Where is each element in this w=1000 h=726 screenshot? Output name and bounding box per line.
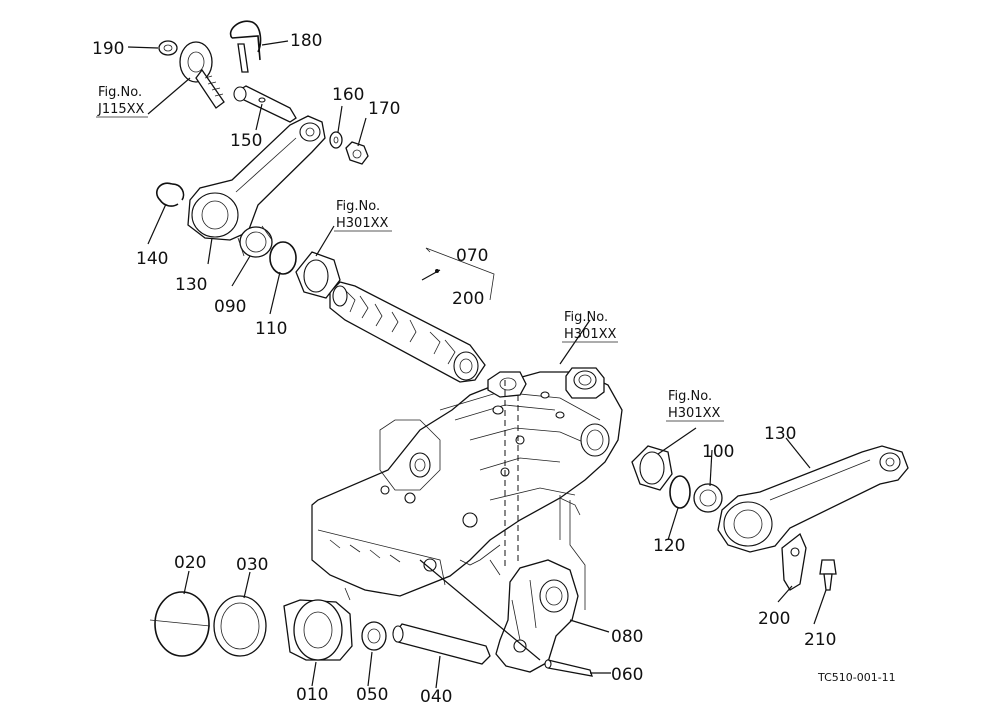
label-040: 040 bbox=[420, 687, 452, 707]
lift-arm-130-right bbox=[717, 445, 909, 553]
pin-060 bbox=[544, 659, 593, 677]
seal-030 bbox=[213, 595, 267, 657]
fig-ref-j115-line2: J115XX bbox=[97, 102, 145, 117]
label-010: 010 bbox=[296, 685, 328, 705]
bush-100 bbox=[693, 483, 723, 513]
label-130-right: 130 bbox=[764, 424, 796, 444]
label-090: 090 bbox=[214, 297, 246, 317]
label-170: 170 bbox=[368, 99, 400, 119]
cylinder-010 bbox=[283, 599, 353, 661]
o-ring-110 bbox=[269, 241, 297, 275]
label-200-right: 200 bbox=[758, 609, 790, 629]
label-180: 180 bbox=[290, 31, 322, 51]
washer-190 bbox=[158, 40, 178, 56]
part-labels: 190 180 150 160 170 140 130 090 110 070 … bbox=[92, 31, 836, 707]
label-100: 100 bbox=[702, 442, 734, 462]
label-060: 060 bbox=[611, 665, 643, 685]
bush-h301 bbox=[295, 251, 341, 299]
label-050: 050 bbox=[356, 685, 388, 705]
bush-right-h301 bbox=[631, 445, 673, 491]
label-210: 210 bbox=[804, 630, 836, 650]
lift-shaft-070 bbox=[329, 281, 486, 383]
pin-150 bbox=[233, 85, 297, 123]
label-070: 070 bbox=[456, 246, 488, 266]
fig-ref-h301-c-line2: H301XX bbox=[668, 406, 720, 421]
lift-crank-080 bbox=[495, 559, 579, 673]
label-140: 140 bbox=[136, 249, 168, 269]
label-110: 110 bbox=[255, 319, 287, 339]
fig-ref-h301-a-line2: H301XX bbox=[336, 216, 388, 231]
label-030: 030 bbox=[236, 555, 268, 575]
drawing-code: TC510-001-11 bbox=[817, 671, 896, 684]
label-190: 190 bbox=[92, 39, 124, 59]
label-160: 160 bbox=[332, 85, 364, 105]
plate-200 bbox=[781, 532, 807, 591]
o-ring-120 bbox=[669, 475, 691, 509]
o-ring-020 bbox=[154, 591, 210, 657]
seal-050 bbox=[361, 621, 387, 651]
bolt-210 bbox=[819, 559, 837, 591]
fig-ref-h301-a-line1: Fig.No. bbox=[336, 199, 380, 214]
spherical-joint bbox=[179, 41, 225, 109]
figure-references: Fig.No. J115XX Fig.No. H301XX Fig.No. H3… bbox=[96, 85, 724, 422]
fig-ref-h301-c-line1: Fig.No. bbox=[668, 389, 712, 404]
leader-lines bbox=[127, 40, 827, 689]
washer-160 bbox=[329, 131, 343, 149]
label-150: 150 bbox=[230, 131, 262, 151]
alignment-lines bbox=[489, 380, 586, 610]
fig-ref-h301-b-line2: H301XX bbox=[564, 327, 616, 342]
circlip-140 bbox=[156, 182, 185, 207]
nut-170 bbox=[345, 141, 369, 165]
lift-housing bbox=[311, 367, 623, 601]
label-130-left: 130 bbox=[175, 275, 207, 295]
bush-090 bbox=[237, 225, 273, 258]
fig-ref-h301-b-line1: Fig.No. bbox=[564, 310, 608, 325]
fig-ref-j115-line1: Fig.No. bbox=[98, 85, 142, 100]
lift-arm-130-left bbox=[187, 115, 326, 241]
lynch-pin-180 bbox=[229, 20, 262, 73]
label-020: 020 bbox=[174, 553, 206, 573]
piston-rod-040 bbox=[392, 623, 491, 665]
label-080: 080 bbox=[611, 627, 643, 647]
label-120: 120 bbox=[653, 536, 685, 556]
label-200-top: 200 bbox=[452, 289, 484, 309]
